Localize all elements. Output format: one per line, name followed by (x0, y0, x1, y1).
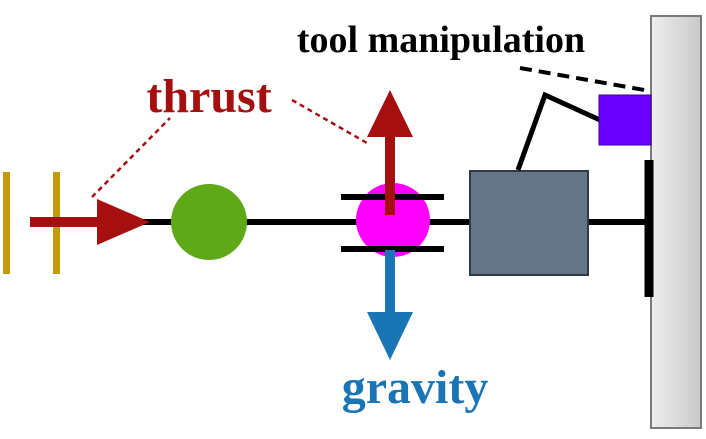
tool-manipulation-label: tool manipulation (297, 19, 585, 61)
thrust-arrow-icon (30, 199, 150, 245)
magenta-joint (356, 183, 430, 257)
gravity-label: gravity (342, 361, 489, 414)
lift-arrow-icon (367, 90, 413, 215)
gravity-arrow-icon (367, 250, 413, 360)
tool-leader (519, 66, 651, 93)
thrust-leader-left (91, 117, 171, 198)
thrust-label: thrust (146, 70, 271, 123)
grey-block (469, 170, 589, 276)
green-body (171, 184, 247, 260)
thrust-leader-right (291, 98, 368, 145)
base-post-left (3, 172, 10, 274)
wall (650, 15, 702, 429)
tool-tip (598, 94, 652, 146)
tool-arm (515, 91, 602, 171)
